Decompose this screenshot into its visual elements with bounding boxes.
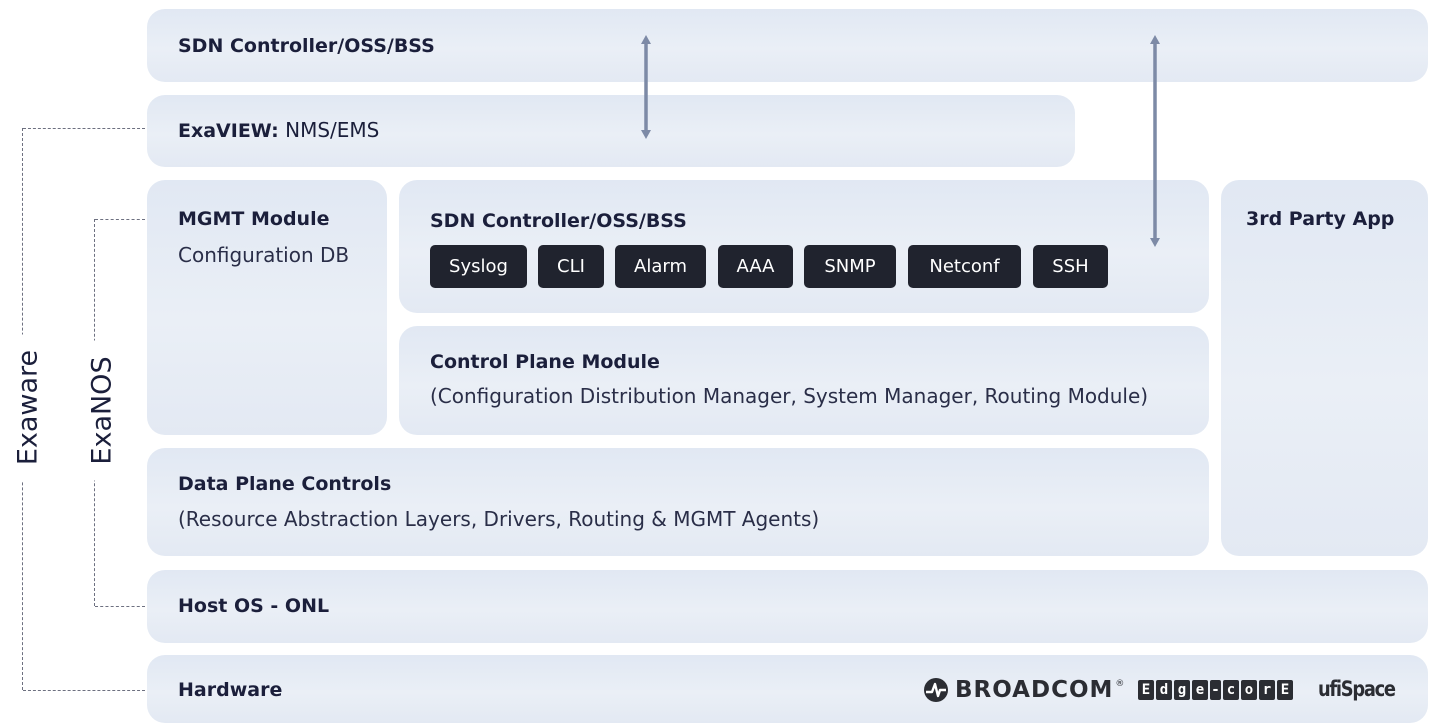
double-arrow-left (641, 35, 651, 139)
data-plane-title: Data Plane Controls (178, 473, 392, 495)
edgecore-letter: g (1174, 680, 1190, 700)
broadcom-wordmark: BROADCOM (955, 677, 1114, 703)
mgmt-module-box (147, 180, 387, 435)
edgecore-letter: e (1192, 680, 1208, 700)
double-arrow-right (1150, 35, 1160, 247)
data-plane-subtitle: (Resource Abstraction Layers, Drivers, R… (178, 507, 820, 531)
control-plane-subtitle: (Configuration Distribution Manager, Sys… (430, 384, 1149, 408)
chip-alarm: Alarm (615, 245, 706, 288)
chip-snmp: SNMP (804, 245, 896, 288)
data-plane-box (147, 448, 1209, 556)
edgecore-letter: d (1156, 680, 1172, 700)
exaview-layer (147, 95, 1075, 167)
mgmt-module-subtitle: Configuration DB (178, 243, 350, 267)
edgecore-letter: r (1259, 680, 1275, 700)
hardware-title: Hardware (178, 679, 283, 701)
exaware-bracket-bottom (23, 690, 145, 691)
host-os-title: Host OS - ONL (178, 595, 330, 617)
chip-netconf: Netconf (908, 245, 1021, 288)
exaview-label: ExaVIEW: NMS/EMS (178, 118, 379, 142)
control-plane-box (399, 326, 1209, 435)
sdn-controller-title: SDN Controller/OSS/BSS (178, 35, 435, 57)
chip-ssh: SSH (1033, 245, 1108, 288)
broadcom-registered-mark: ® (1115, 679, 1125, 689)
exaware-label: Exaware (12, 334, 44, 481)
exanos-bracket-bottom (95, 606, 145, 607)
chip-aaa: AAA (718, 245, 793, 288)
sdn-inner-title: SDN Controller/OSS/BSS (430, 210, 687, 232)
exaview-description: NMS/EMS (278, 118, 380, 142)
exaware-bracket-top (23, 128, 145, 129)
exaview-name: ExaVIEW: (178, 120, 279, 142)
control-plane-title: Control Plane Module (430, 351, 660, 373)
chip-cli: CLI (538, 245, 604, 288)
third-party-app-box (1221, 180, 1428, 556)
broadcom-logo: BROADCOM ® (923, 677, 1124, 703)
exanos-label: ExaNOS (86, 340, 118, 481)
edgecore-letter: c (1223, 680, 1239, 700)
third-party-app-title: 3rd Party App (1246, 208, 1395, 230)
edgecore-letter: o (1241, 680, 1257, 700)
edgecore-letter: - (1210, 680, 1221, 700)
ufispace-logo: ufiSpace (1318, 677, 1396, 701)
host-os-layer (147, 570, 1428, 643)
broadcom-emblem-icon (924, 678, 948, 702)
edgecore-letter: E (1138, 680, 1154, 700)
sdn-controller-layer (147, 9, 1428, 82)
edgecore-letter: E (1277, 680, 1293, 700)
chip-syslog: Syslog (430, 245, 527, 288)
mgmt-module-title: MGMT Module (178, 208, 330, 230)
exanos-bracket-top (95, 219, 145, 220)
